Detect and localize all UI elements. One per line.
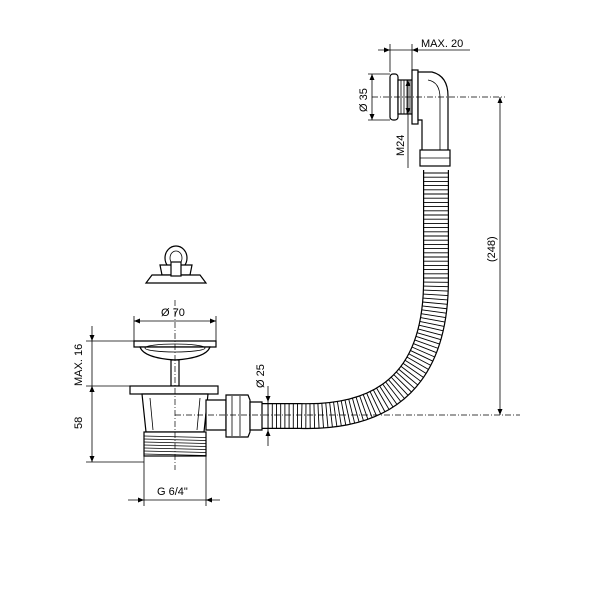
hose-rib: [423, 285, 449, 288]
hose-rib: [372, 389, 386, 413]
hose-rib: [393, 374, 412, 393]
hose-rib: [395, 371, 416, 389]
hose-rib: [410, 350, 434, 362]
hose-rib: [388, 379, 405, 399]
hose-rib: [423, 289, 449, 292]
outlet-thread-line: [143, 441, 207, 444]
hose-rib: [417, 328, 443, 336]
hose-rib: [351, 397, 360, 423]
hose-rib: [359, 395, 369, 420]
dim-plug-diameter: Ø 70: [133, 307, 217, 341]
hose-rib: [406, 356, 429, 370]
hose-rib: [366, 392, 377, 417]
hose-rib: [369, 391, 382, 415]
hose-rib: [421, 313, 446, 319]
hose-rib: [422, 301, 448, 305]
hose-rib: [355, 396, 364, 421]
hose-rib: [348, 398, 356, 424]
dim-max-16: MAX. 16: [73, 326, 134, 392]
hose-rib: [362, 394, 373, 418]
dim-plug-diameter-label: Ø 70: [161, 307, 185, 319]
dim-max-20-label: MAX. 20: [421, 38, 463, 50]
hose-rib: [420, 317, 446, 323]
hose-rib: [416, 332, 442, 341]
hose-rib: [422, 297, 448, 301]
dim-overflow-diameter-label: Ø 35: [358, 88, 370, 112]
dim-hose-length: (248): [486, 97, 503, 415]
hose-rib: [390, 376, 409, 396]
dim-body-height-label: 58: [73, 417, 85, 429]
dim-max-16-label: MAX. 16: [73, 344, 85, 386]
dim-m24: M24: [395, 80, 411, 168]
overflow-head: [389, 69, 451, 167]
hose-rib: [385, 381, 402, 402]
dim-outlet-thread-label: G 6/4": [157, 486, 188, 498]
hose-rib: [300, 403, 303, 429]
hose-rib: [411, 346, 435, 358]
plug-with-ring: [144, 245, 208, 284]
hose-rib: [376, 387, 390, 410]
waste-body: [129, 340, 263, 457]
hose-rib: [413, 343, 437, 354]
hose-rib: [423, 293, 449, 296]
hose-rib: [321, 403, 324, 429]
hose-rib: [400, 365, 422, 382]
hose-rib: [317, 403, 320, 429]
dim-hose-diameter: Ø 25: [255, 364, 271, 446]
outlet-thread-line: [143, 438, 207, 441]
flexible-hose: [262, 170, 449, 430]
hose-rib: [379, 385, 394, 408]
hose-rib: [415, 335, 440, 345]
hose-rib: [398, 368, 419, 386]
dim-max-20: MAX. 20: [378, 38, 470, 72]
hose-rib: [421, 309, 447, 314]
dim-hose-diameter-label: Ø 25: [255, 364, 267, 388]
hose-rib: [414, 339, 439, 349]
hose-rib: [402, 362, 424, 378]
hose-rib: [333, 401, 338, 427]
hose-rib: [313, 403, 316, 429]
dim-body-height: 58: [73, 386, 144, 463]
hose-rib: [419, 320, 445, 327]
hose-rib: [336, 401, 342, 427]
hose-rib: [422, 305, 448, 310]
dim-hose-length-label: (248): [486, 236, 498, 262]
dim-m24-label: M24: [395, 135, 407, 156]
hose-rib: [408, 353, 432, 366]
hose-rib: [404, 359, 427, 374]
hose-rib: [340, 400, 347, 426]
hose-rib: [418, 324, 444, 332]
hose-rib: [344, 399, 351, 425]
dim-outlet-thread: G 6/4": [128, 456, 220, 506]
hose-rib: [382, 383, 398, 405]
dim-overflow-diameter: Ø 35: [358, 73, 390, 121]
